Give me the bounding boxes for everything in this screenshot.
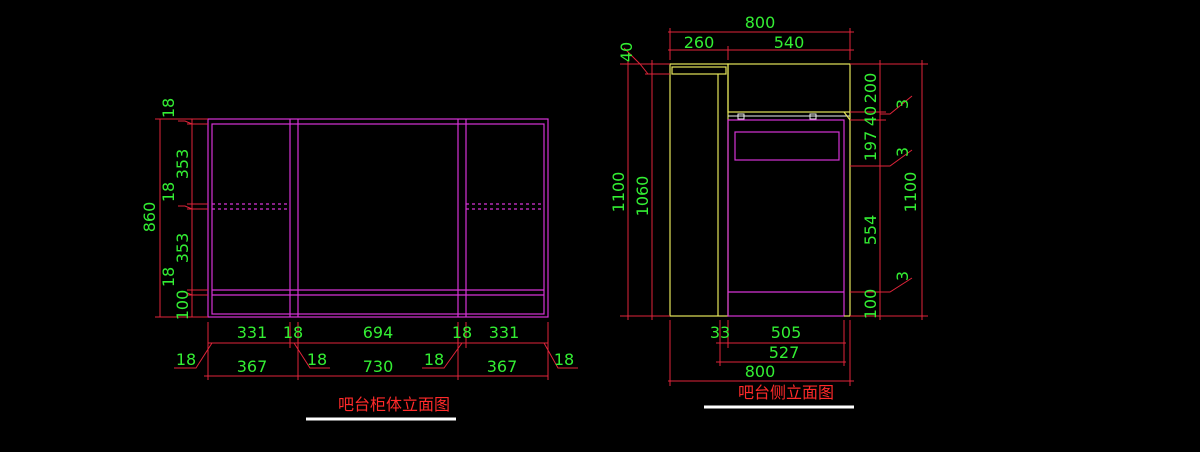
front-elevation-title: 吧台柜体立面图 bbox=[338, 395, 450, 414]
front-dim-18-top: 18 bbox=[159, 98, 178, 118]
front-dim-353-lower: 353 bbox=[173, 233, 192, 264]
front-leader bbox=[293, 342, 330, 369]
front-leader bbox=[178, 120, 193, 125]
front-cabinet-outline bbox=[207, 118, 549, 318]
front-dim-18-low: 18 bbox=[159, 267, 178, 287]
front-dim-side-18-b: 18 bbox=[307, 350, 327, 369]
side-drawer bbox=[734, 131, 840, 161]
side-dim-40-right: 40 bbox=[861, 106, 880, 126]
front-dim-100: 100 bbox=[173, 290, 192, 321]
front-leader bbox=[543, 342, 578, 369]
side-dim-3-a: 3 bbox=[893, 99, 912, 109]
side-dim-800-bottom: 800 bbox=[745, 362, 776, 381]
front-cabinet-inner-outline bbox=[211, 123, 545, 315]
side-leader bbox=[880, 149, 913, 167]
side-elevation: 800 260 540 40 1100 1060 200 40 197 554 … bbox=[609, 13, 928, 409]
front-dim-18-a: 18 bbox=[283, 323, 303, 342]
side-dim-554: 554 bbox=[861, 215, 880, 246]
side-cabinet-outline bbox=[727, 119, 845, 317]
side-dim-33: 33 bbox=[710, 323, 730, 342]
side-bar-column bbox=[669, 63, 729, 317]
side-upper-box bbox=[727, 63, 851, 113]
front-elevation: 18 353 18 353 18 100 860 331 18 694 18 3… bbox=[140, 98, 578, 421]
front-dim-side-18-a: 18 bbox=[176, 350, 196, 369]
side-hinge-right bbox=[809, 113, 817, 120]
front-dim-18-mid: 18 bbox=[159, 182, 178, 202]
front-leader bbox=[422, 342, 463, 369]
side-dim-1100-left: 1100 bbox=[609, 172, 628, 213]
side-dim-505: 505 bbox=[771, 323, 802, 342]
front-dim-331-left: 331 bbox=[237, 323, 268, 342]
front-dim-18-b: 18 bbox=[452, 323, 472, 342]
side-bar-top-cap bbox=[671, 66, 727, 75]
side-dim-1100-right: 1100 bbox=[901, 172, 920, 213]
side-elevation-title: 吧台侧立面图 bbox=[738, 383, 834, 402]
side-edge bbox=[843, 111, 851, 121]
side-dim-3-c: 3 bbox=[893, 271, 912, 281]
front-dim-353-upper: 353 bbox=[173, 149, 192, 180]
side-dim-260: 260 bbox=[684, 33, 715, 52]
front-dim-side-18-c: 18 bbox=[424, 350, 444, 369]
side-dim-1060: 1060 bbox=[633, 176, 652, 217]
front-dim-367-right: 367 bbox=[487, 357, 518, 376]
front-dim-694: 694 bbox=[363, 323, 394, 342]
side-dim-197: 197 bbox=[861, 131, 880, 162]
side-dim-100-right: 100 bbox=[861, 289, 880, 320]
front-dim-side-18-d: 18 bbox=[554, 350, 574, 369]
side-dim-40-left: 40 bbox=[617, 42, 636, 62]
side-dim-3-b: 3 bbox=[893, 147, 912, 157]
front-leader bbox=[178, 205, 193, 210]
front-leader bbox=[174, 342, 213, 369]
front-leader bbox=[178, 291, 193, 296]
front-dim-331-right: 331 bbox=[489, 323, 520, 342]
side-leader bbox=[880, 277, 913, 293]
front-dim-730: 730 bbox=[363, 357, 394, 376]
side-leader bbox=[880, 95, 913, 115]
side-dim-527: 527 bbox=[769, 343, 800, 362]
side-leader bbox=[623, 47, 649, 75]
side-dim-540: 540 bbox=[774, 33, 805, 52]
side-hinge-left bbox=[737, 113, 745, 120]
side-dim-200: 200 bbox=[861, 73, 880, 104]
side-dim-800-top: 800 bbox=[745, 13, 776, 32]
front-dim-860: 860 bbox=[140, 202, 159, 233]
front-dim-367-left: 367 bbox=[237, 357, 268, 376]
